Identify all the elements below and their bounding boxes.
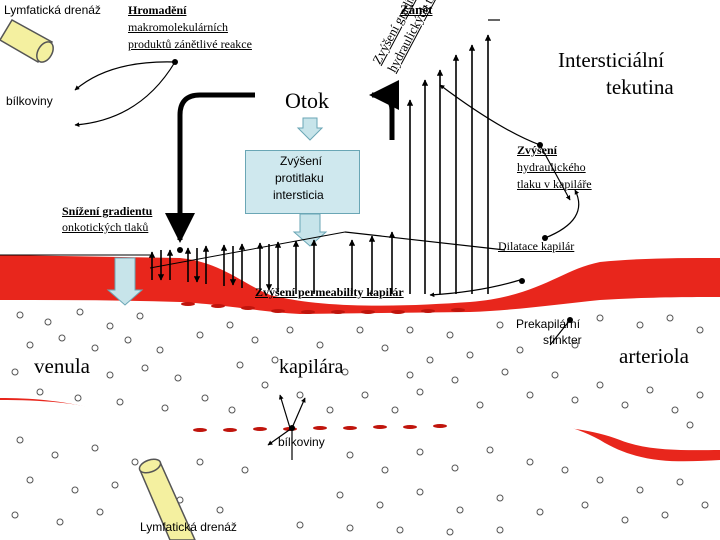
inflammation-label: Zánět xyxy=(400,2,433,17)
oncotic-gradient-label-line1: Snížení gradientu xyxy=(62,204,153,218)
interstitial-fluid-label-line2: tekutina xyxy=(606,75,674,99)
hydraulic-pressure-label-line2: hydraulického xyxy=(517,160,586,174)
edema-right-arrow xyxy=(369,80,400,140)
edema-left-arrow xyxy=(165,92,255,243)
accumulation-label-line1: Hromadění xyxy=(128,3,187,17)
venule-label: venula xyxy=(34,354,90,378)
filtration-arrows xyxy=(148,239,318,294)
permeability-label: Zvýšení permeability kapilár xyxy=(255,285,404,299)
interstitial-counterpressure-box xyxy=(245,150,360,214)
pressure-arrow-center xyxy=(292,117,328,247)
arteriole-label: arteriola xyxy=(619,344,689,368)
proteins-top-label: bílkoviny xyxy=(6,94,53,108)
hydraulic-pressure-label-line3: tlaku v kapiláře xyxy=(517,177,592,191)
lymph-drainage-bottom-label: Lymfatická drenáž xyxy=(140,520,237,534)
hydraulic-pressure-label-line1: Zvýšení xyxy=(517,143,558,157)
counterpressure-label-line1: Zvýšení xyxy=(280,154,323,168)
proteins-bottom-label: bílkoviny xyxy=(278,435,325,449)
pressure-arrow-left xyxy=(106,257,144,306)
capillary-label: kapilára xyxy=(279,356,344,378)
annotation-lines xyxy=(74,19,580,460)
lymph-drainage-top-label: Lymfatická drenáž xyxy=(4,3,101,17)
sphincter-label-line2: sfinkter xyxy=(543,333,582,347)
accumulation-label-line2: makromolekulárních xyxy=(128,20,228,34)
dilatation-label: Dilatace kapilár xyxy=(498,239,575,253)
protein-particles xyxy=(11,308,704,429)
hydraulic-gradient-arrows xyxy=(348,34,492,294)
counterpressure-label-line2: protitlaku xyxy=(275,171,324,185)
pressure-slope xyxy=(149,231,346,269)
edema-label: Otok xyxy=(285,88,329,113)
sphincter-label-line1: Prekapilární xyxy=(516,317,581,331)
lymph-vessel-top xyxy=(0,18,54,63)
lymph-vessel-bottom xyxy=(138,458,196,540)
accumulation-label-line3: produktů zánětlivé reakce xyxy=(128,37,252,51)
oncotic-gradient-label-line2: onkotických tlaků xyxy=(62,220,149,234)
vessel-lumen xyxy=(0,297,720,451)
counterpressure-label-line3: intersticia xyxy=(273,188,324,202)
interstitial-particles xyxy=(11,436,709,536)
interstitial-fluid-label-line1: Intersticiální xyxy=(558,48,665,72)
